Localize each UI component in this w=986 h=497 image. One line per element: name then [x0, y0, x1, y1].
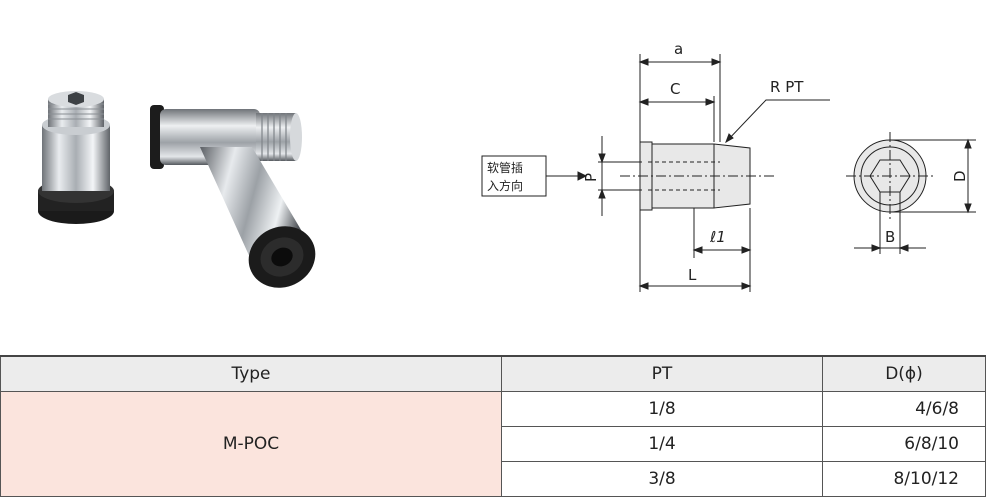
- product-photo: [38, 91, 316, 288]
- label-l1: ℓ1: [709, 228, 726, 246]
- label-d: D: [951, 170, 969, 182]
- hose-insert-text-line2: 入方向: [487, 178, 523, 193]
- label-c: C: [670, 80, 680, 98]
- label-rpt: R PT: [770, 78, 804, 96]
- table-header-row: Type PT D(ϕ): [0, 355, 986, 392]
- elbow-fitting-image: [150, 105, 316, 288]
- label-a: a: [674, 40, 683, 58]
- straight-fitting-image: [38, 91, 114, 224]
- dimension-drawing: a C R PT P ℓ1 L D B 软管插 入方向: [481, 40, 976, 292]
- type-cell: M-POC: [0, 391, 502, 497]
- hose-insert-text-line1: 软管插: [487, 160, 523, 175]
- d-cell: 8/10/12: [822, 461, 986, 497]
- label-p: P: [582, 173, 600, 182]
- pt-cell: 1/8: [501, 391, 823, 427]
- header-type: Type: [0, 355, 502, 392]
- table-row: 1/4 6/8/10: [1, 426, 986, 462]
- d-cell: 6/8/10: [822, 426, 986, 462]
- header-pt: PT: [501, 355, 823, 392]
- leader-rpt: [725, 99, 830, 143]
- header-d: D(ϕ): [822, 355, 986, 392]
- pt-cell: 1/4: [501, 426, 823, 462]
- table-row: M-POC 1/8 4/6/8: [0, 391, 986, 497]
- spec-table: Type PT D(ϕ) M-POC 1/8 4/6/8 1/4 6/8/10 …: [0, 355, 986, 497]
- label-l: L: [688, 266, 697, 284]
- pt-cell: 3/8: [501, 461, 823, 497]
- d-cell: 4/6/8: [822, 391, 986, 427]
- label-b: B: [885, 228, 895, 246]
- table-row: 3/8 8/10/12: [1, 461, 986, 497]
